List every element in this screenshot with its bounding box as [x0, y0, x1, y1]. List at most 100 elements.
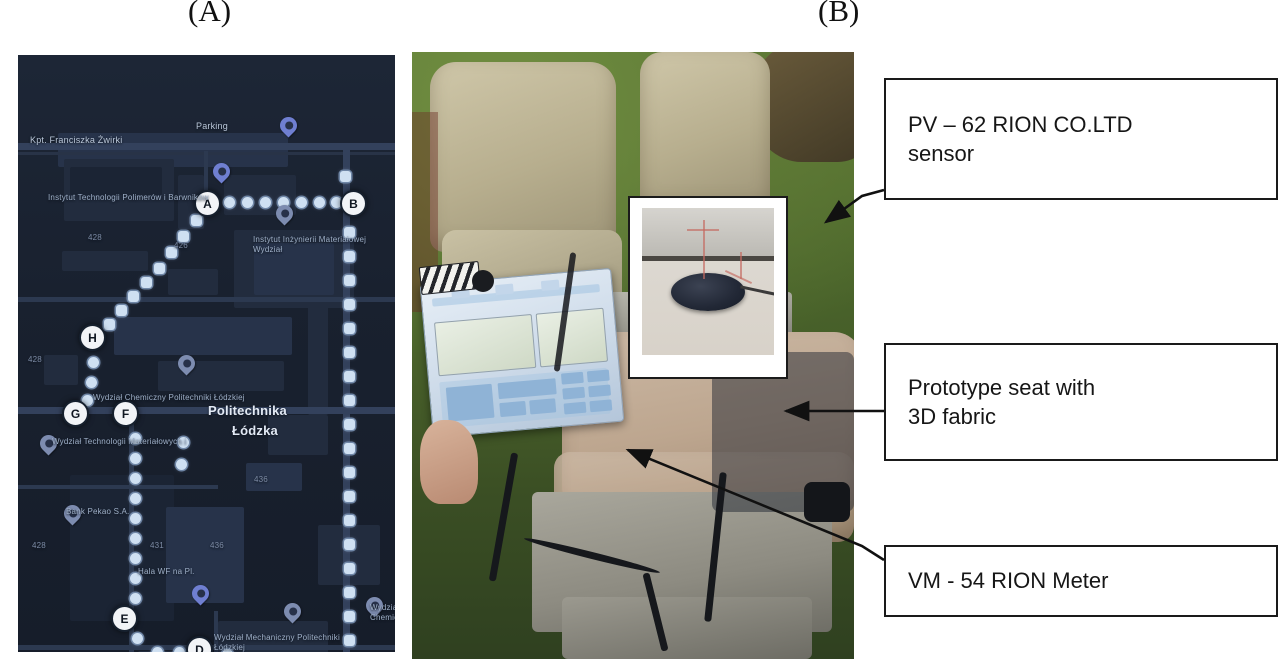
map-road [18, 297, 395, 302]
route-dot [344, 251, 355, 262]
map-marker-e[interactable]: E [111, 605, 138, 632]
route-dot [344, 587, 355, 598]
seat-backrest-left [430, 62, 616, 252]
panel-b-label: (B) [818, 0, 860, 28]
route-dot [178, 437, 189, 448]
map-marker-d[interactable]: D [186, 636, 213, 652]
map-road-number: 436 [254, 475, 268, 484]
sensor-cable [739, 285, 774, 298]
inset-annotation [686, 228, 719, 231]
route-dot [344, 371, 355, 382]
map-road-number: 428 [88, 233, 102, 242]
panel-a-label: (A) [188, 0, 232, 28]
route-dot [176, 459, 187, 470]
route-dot [344, 539, 355, 550]
operator-hand [420, 420, 478, 504]
route-dot [344, 299, 355, 310]
meter-key [586, 369, 610, 383]
map-block [70, 475, 174, 621]
callout-text-seat: Prototype seat with 3D fabric [908, 374, 1096, 429]
route-dot [340, 171, 351, 182]
meter-key [529, 398, 557, 415]
route-dot [344, 563, 355, 574]
route-dot [154, 263, 165, 274]
map-road [18, 407, 395, 414]
map-marker-a[interactable]: A [194, 190, 221, 217]
meter-key [494, 283, 514, 296]
route-dot [314, 197, 325, 208]
route-dot [344, 275, 355, 286]
route-dot [191, 215, 202, 226]
vm54-meter [419, 267, 625, 439]
meter-key [445, 383, 495, 422]
sensor-closeup-inset [628, 196, 788, 379]
route-dot [128, 291, 139, 302]
meter-key [540, 279, 560, 292]
map-block [44, 355, 78, 385]
map-label: Wydział Mechaniczny Politechniki Łódzkie… [214, 633, 340, 652]
map-marker-f[interactable]: F [112, 400, 139, 427]
route-dot [344, 611, 355, 622]
route-dot [296, 197, 307, 208]
tree-trunk [754, 52, 854, 162]
route-dot [242, 197, 253, 208]
route-dot [178, 231, 189, 242]
route-dot [130, 533, 141, 544]
route-dot [344, 515, 355, 526]
map-block [168, 269, 218, 295]
route-dot [130, 473, 141, 484]
inset-wall [642, 208, 774, 261]
route-dot [166, 247, 177, 258]
route-dot [174, 647, 185, 652]
cable-connector [804, 482, 850, 522]
route-dot [130, 573, 141, 584]
route-dot [344, 323, 355, 334]
route-dot [331, 197, 342, 208]
inset-photo [642, 208, 774, 355]
map-place-label-line2: Łódzka [232, 423, 278, 438]
sensor-knob [472, 270, 494, 292]
map-marker-b[interactable]: B [340, 190, 367, 217]
inset-annotation [739, 252, 742, 279]
map-panel[interactable]: A B H G F E D C Kpt. Franciszka Żwirki P… [18, 55, 395, 652]
meter-key [499, 400, 527, 418]
seat-backrest-right [640, 52, 770, 212]
map-place-label-line1: Politechnika [208, 403, 287, 418]
route-dot [344, 395, 355, 406]
route-dot [344, 491, 355, 502]
map-road [18, 485, 218, 489]
map-label: Kpt. Franciszka Żwirki [30, 135, 123, 145]
map-label: Instytut Inżynierii Materiałowej Wydział [253, 235, 367, 254]
route-dot [82, 395, 93, 406]
map-road [18, 143, 395, 150]
map-block [308, 295, 328, 415]
map-block [138, 651, 198, 652]
map-block [70, 167, 162, 195]
map-marker-h[interactable]: H [79, 324, 106, 351]
meter-screen-right [535, 307, 609, 368]
callout-box-seat: Prototype seat with 3D fabric [884, 343, 1278, 461]
map-label: Parking [196, 121, 228, 131]
map-block [62, 251, 148, 271]
map-road [204, 151, 208, 211]
map-road-number: 436 [210, 541, 224, 550]
map-road [129, 407, 134, 652]
route-dot [344, 347, 355, 358]
map-label: Wydział Technologii Materiałowych i [52, 437, 187, 446]
map-road-number: 431 [150, 541, 164, 550]
route-dot [88, 357, 99, 368]
route-dot [152, 647, 163, 652]
route-dot [116, 305, 127, 316]
map-block [254, 243, 334, 295]
map-marker-g[interactable]: G [62, 400, 89, 427]
map-road [214, 611, 218, 652]
map-label: Wydział Chemiczny Politechniki Łódzkiej [93, 393, 245, 402]
route-dot [278, 197, 289, 208]
route-dot [130, 553, 141, 564]
callout-text-meter: VM - 54 RION Meter [908, 568, 1109, 594]
route-dot [104, 319, 115, 330]
route-dot [130, 453, 141, 464]
seat-base-bottom [562, 597, 812, 659]
route-dot [344, 419, 355, 430]
